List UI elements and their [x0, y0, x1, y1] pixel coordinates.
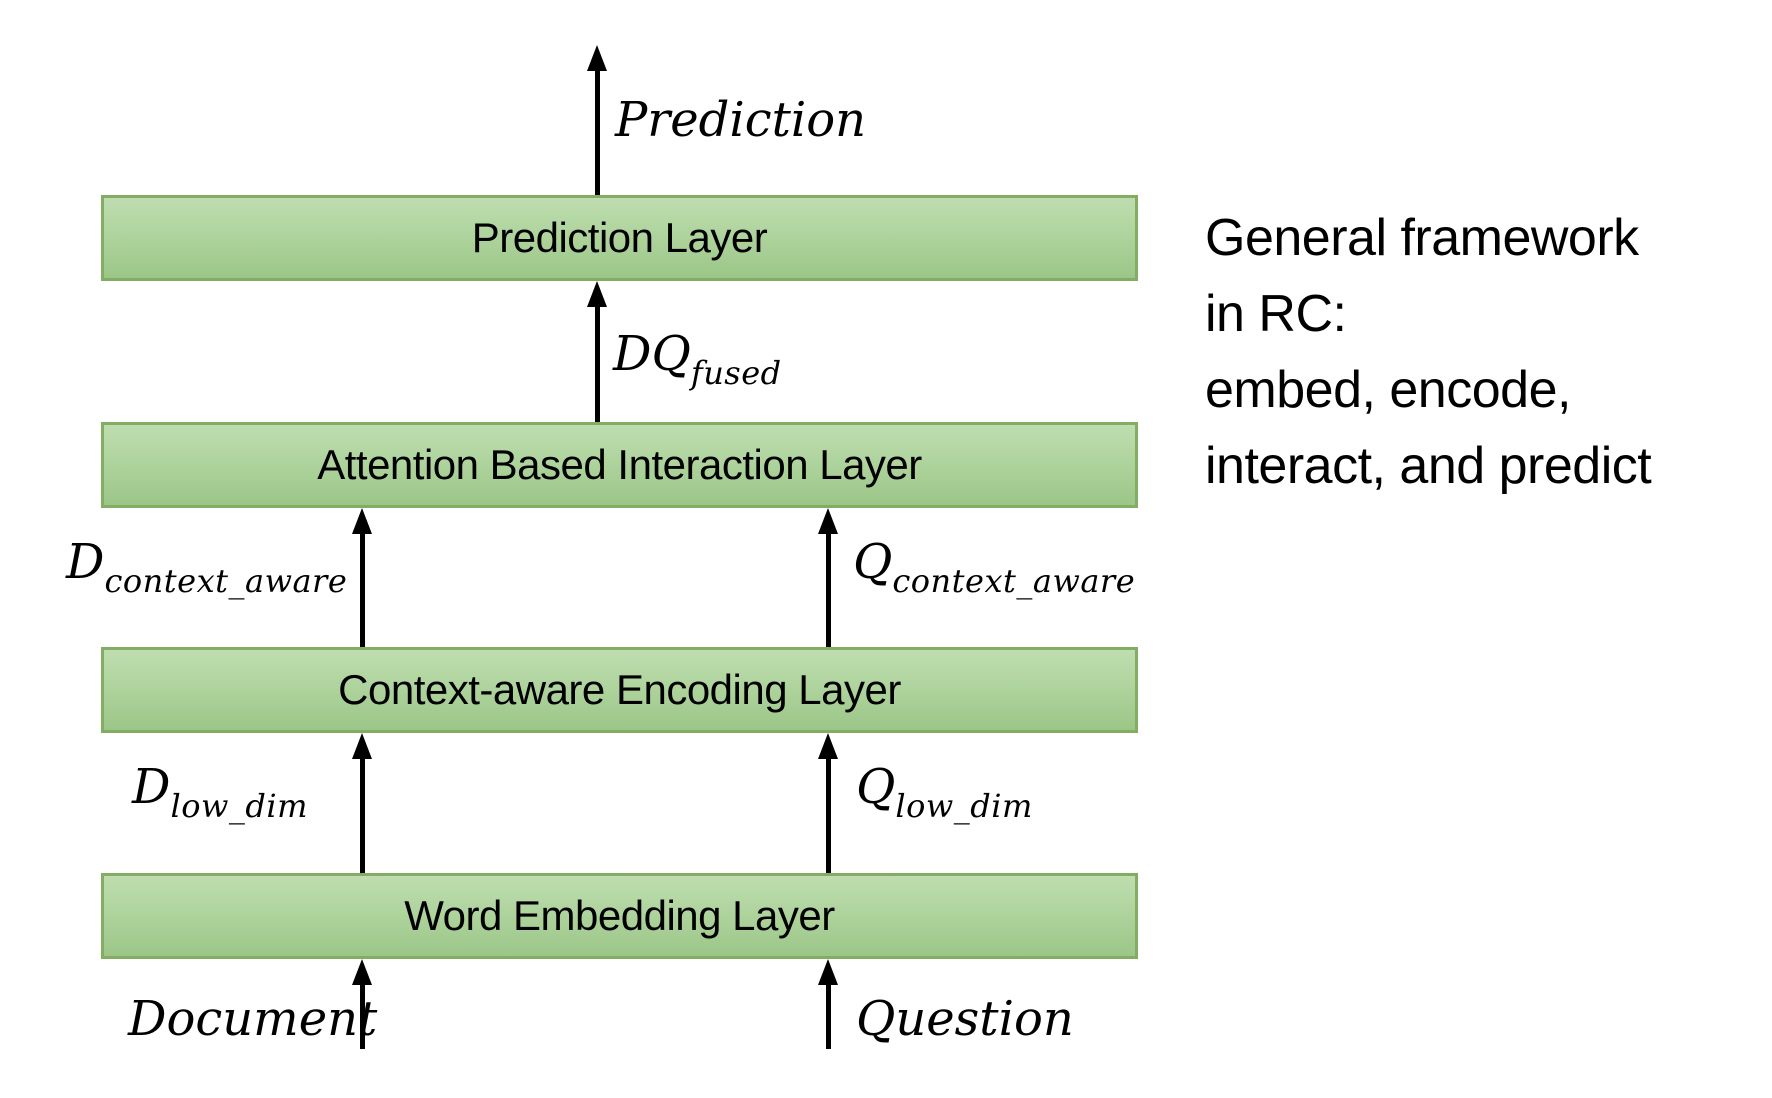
framework-note: General framework in RC: embed, encode, … — [1205, 200, 1652, 504]
encoding-layer-label: Context-aware Encoding Layer — [338, 666, 901, 713]
label-base: D — [132, 759, 171, 815]
arrow-q-low-dim — [817, 733, 839, 874]
arrowhead-icon — [818, 508, 838, 534]
label-text: Prediction — [615, 92, 867, 148]
arrow-d-context-aware — [351, 508, 373, 648]
label-q-low-dim: Qlow_dim — [856, 763, 1033, 822]
arrowhead-icon — [818, 733, 838, 759]
embedding-layer-label: Word Embedding Layer — [404, 892, 835, 939]
arrow-document-input — [351, 959, 373, 1049]
arrow-question-input — [817, 959, 839, 1049]
label-base: Q — [856, 759, 896, 815]
arrowhead-icon — [587, 45, 607, 71]
arrow-q-context-aware — [817, 508, 839, 648]
note-line: interact, and predict — [1205, 437, 1652, 495]
label-subscript: fused — [690, 354, 782, 392]
interaction-layer-box: Attention Based Interaction Layer — [101, 422, 1138, 508]
label-dq-fused: DQfused — [613, 330, 782, 389]
label-subscript: context_aware — [104, 562, 348, 600]
label-d-context-aware: Dcontext_aware — [66, 538, 347, 597]
arrow-prediction-output — [586, 45, 608, 196]
arrowhead-icon — [818, 959, 838, 985]
label-d-low-dim: Dlow_dim — [132, 763, 308, 822]
label-q-context-aware: Qcontext_aware — [853, 538, 1135, 597]
arrowhead-icon — [352, 733, 372, 759]
arrow-d-low-dim — [351, 733, 373, 874]
arrow-dq-fused — [586, 281, 608, 423]
note-line: embed, encode, — [1205, 361, 1571, 419]
encoding-layer-box: Context-aware Encoding Layer — [101, 647, 1138, 733]
label-subscript: context_aware — [892, 562, 1136, 600]
embedding-layer-box: Word Embedding Layer — [101, 873, 1138, 959]
label-text: Question — [856, 991, 1074, 1047]
note-line: in RC: — [1205, 285, 1347, 343]
arrowhead-icon — [352, 959, 372, 985]
arrowhead-icon — [352, 508, 372, 534]
label-base: D — [66, 534, 105, 590]
prediction-layer-label: Prediction Layer — [471, 214, 768, 261]
note-line: General framework — [1205, 209, 1639, 267]
label-base: Q — [853, 534, 893, 590]
interaction-layer-label: Attention Based Interaction Layer — [317, 441, 922, 488]
arrowhead-icon — [587, 281, 607, 307]
label-prediction-output: Prediction — [615, 96, 866, 144]
label-document-input: Document — [128, 995, 377, 1043]
label-question-input: Question — [856, 995, 1074, 1043]
prediction-layer-box: Prediction Layer — [101, 195, 1138, 281]
label-subscript: low_dim — [170, 787, 308, 825]
label-subscript: low_dim — [895, 787, 1033, 825]
label-base: DQ — [613, 326, 691, 382]
label-text: Document — [128, 991, 378, 1047]
